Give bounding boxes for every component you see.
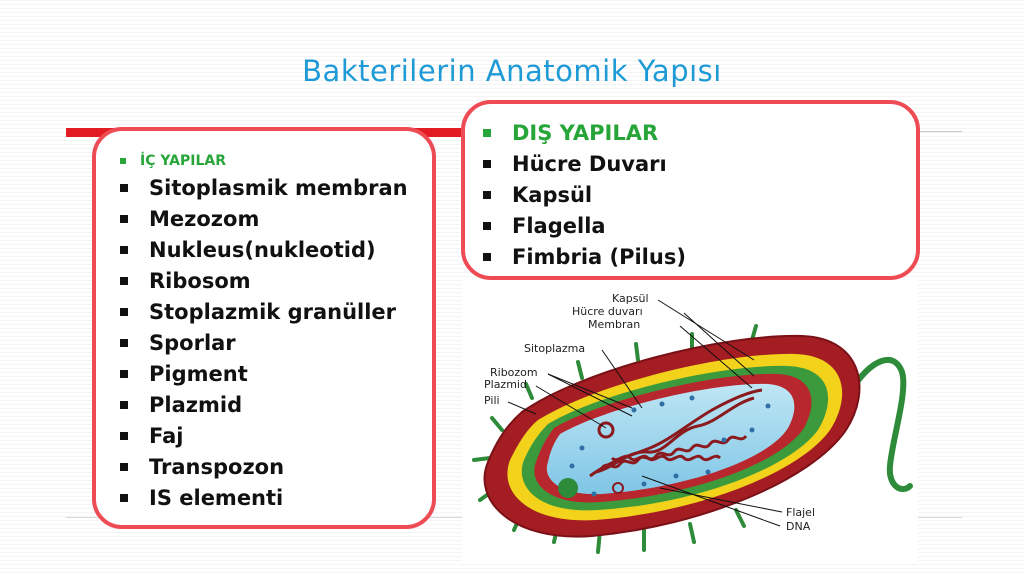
list-item: Sporlar xyxy=(118,328,408,359)
bullet-icon xyxy=(120,494,128,502)
list-item: IS elementi xyxy=(118,483,408,514)
list-item-text: Fimbria (Pilus) xyxy=(512,245,686,269)
ic-yapilar-heading-text: İÇ YAPILAR xyxy=(140,153,226,169)
bullet-icon xyxy=(483,160,491,168)
list-item-text: Pigment xyxy=(149,362,248,386)
label-flajel: Flajel xyxy=(786,506,815,519)
list-item-text: Sporlar xyxy=(149,331,236,355)
bullet-icon xyxy=(120,370,128,378)
list-item: Hücre Duvarı xyxy=(481,149,686,180)
list-item: Plazmid xyxy=(118,390,408,421)
list-item-text: Plazmid xyxy=(149,393,243,417)
bullet-icon xyxy=(120,215,128,223)
list-item-text: Hücre Duvarı xyxy=(512,152,667,176)
list-item-text: Mezozom xyxy=(149,207,260,231)
slide-title: Bakterilerin Anatomik Yapısı xyxy=(302,54,722,88)
bullet-icon xyxy=(120,432,128,440)
list-item-text: Nukleus(nukleotid) xyxy=(149,238,376,262)
label-dna: DNA xyxy=(786,520,811,533)
granule-shape xyxy=(558,478,578,498)
label-kapsul: Kapsül xyxy=(612,292,649,305)
list-item: Fimbria (Pilus) xyxy=(481,242,686,273)
bullet-icon xyxy=(120,158,126,164)
list-item-text: Sitoplasmik membran xyxy=(149,176,408,200)
dna-nucleoid xyxy=(589,388,763,478)
bullet-icon xyxy=(120,277,128,285)
bullet-icon xyxy=(120,339,128,347)
label-ribozom: Ribozom xyxy=(490,366,538,379)
list-item-text: Transpozon xyxy=(149,455,285,479)
ic-yapilar-heading: İÇ YAPILAR xyxy=(118,149,408,173)
list-item: Flagella xyxy=(481,211,686,242)
ribosome-dots xyxy=(569,395,771,497)
bacterium-illustration: Kapsül Hücre duvarı Membran Sitoplazma R… xyxy=(472,292,913,554)
list-item: Mezozom xyxy=(118,204,408,235)
ic-yapilar-list: İÇ YAPILAR Sitoplasmik membran Mezozom N… xyxy=(118,149,408,514)
list-item: Transpozon xyxy=(118,452,408,483)
bullet-icon xyxy=(483,253,491,261)
bullet-icon xyxy=(483,191,491,199)
bullet-icon xyxy=(120,401,128,409)
list-item: Kapsül xyxy=(481,180,686,211)
plasmid-shape xyxy=(612,482,624,494)
dis-yapilar-list: DIŞ YAPILAR Hücre Duvarı Kapsül Flagella… xyxy=(481,118,686,273)
dis-yapilar-heading-text: DIŞ YAPILAR xyxy=(512,121,659,145)
leader-lines xyxy=(507,299,783,527)
list-item-text: Flagella xyxy=(512,214,606,238)
list-item-text: Kapsül xyxy=(512,183,593,207)
bullet-icon xyxy=(120,463,128,471)
label-membran: Membran xyxy=(588,318,640,331)
bacterium-diagram: Kapsül Hücre duvarı Membran Sitoplazma R… xyxy=(462,280,918,562)
list-item: Nukleus(nukleotid) xyxy=(118,235,408,266)
label-plazmid: Plazmid xyxy=(484,378,527,391)
plasmid-shape xyxy=(597,421,615,439)
list-item-text: Faj xyxy=(149,424,184,448)
list-item-text: Ribosom xyxy=(149,269,251,293)
dis-yapilar-heading: DIŞ YAPILAR xyxy=(481,118,686,149)
bullet-icon xyxy=(120,184,128,192)
list-item: Faj xyxy=(118,421,408,452)
ic-yapilar-box: İÇ YAPILAR Sitoplasmik membran Mezozom N… xyxy=(92,127,436,529)
label-hucre-duvari: Hücre duvarı xyxy=(572,305,643,318)
list-item: Pigment xyxy=(118,359,408,390)
dis-yapilar-box: DIŞ YAPILAR Hücre Duvarı Kapsül Flagella… xyxy=(461,100,920,280)
label-sitoplazma: Sitoplazma xyxy=(524,342,585,355)
list-item-text: Stoplazmik granüller xyxy=(149,300,397,324)
list-item: Sitoplasmik membran xyxy=(118,173,408,204)
list-item: Stoplazmik granüller xyxy=(118,297,408,328)
bullet-icon xyxy=(120,308,128,316)
list-item: Ribosom xyxy=(118,266,408,297)
label-pili: Pili xyxy=(484,394,500,407)
list-item-text: IS elementi xyxy=(149,486,284,510)
bullet-icon xyxy=(120,246,128,254)
flagellum-shape xyxy=(851,357,913,493)
bullet-icon xyxy=(483,222,491,230)
bullet-icon xyxy=(483,129,491,137)
